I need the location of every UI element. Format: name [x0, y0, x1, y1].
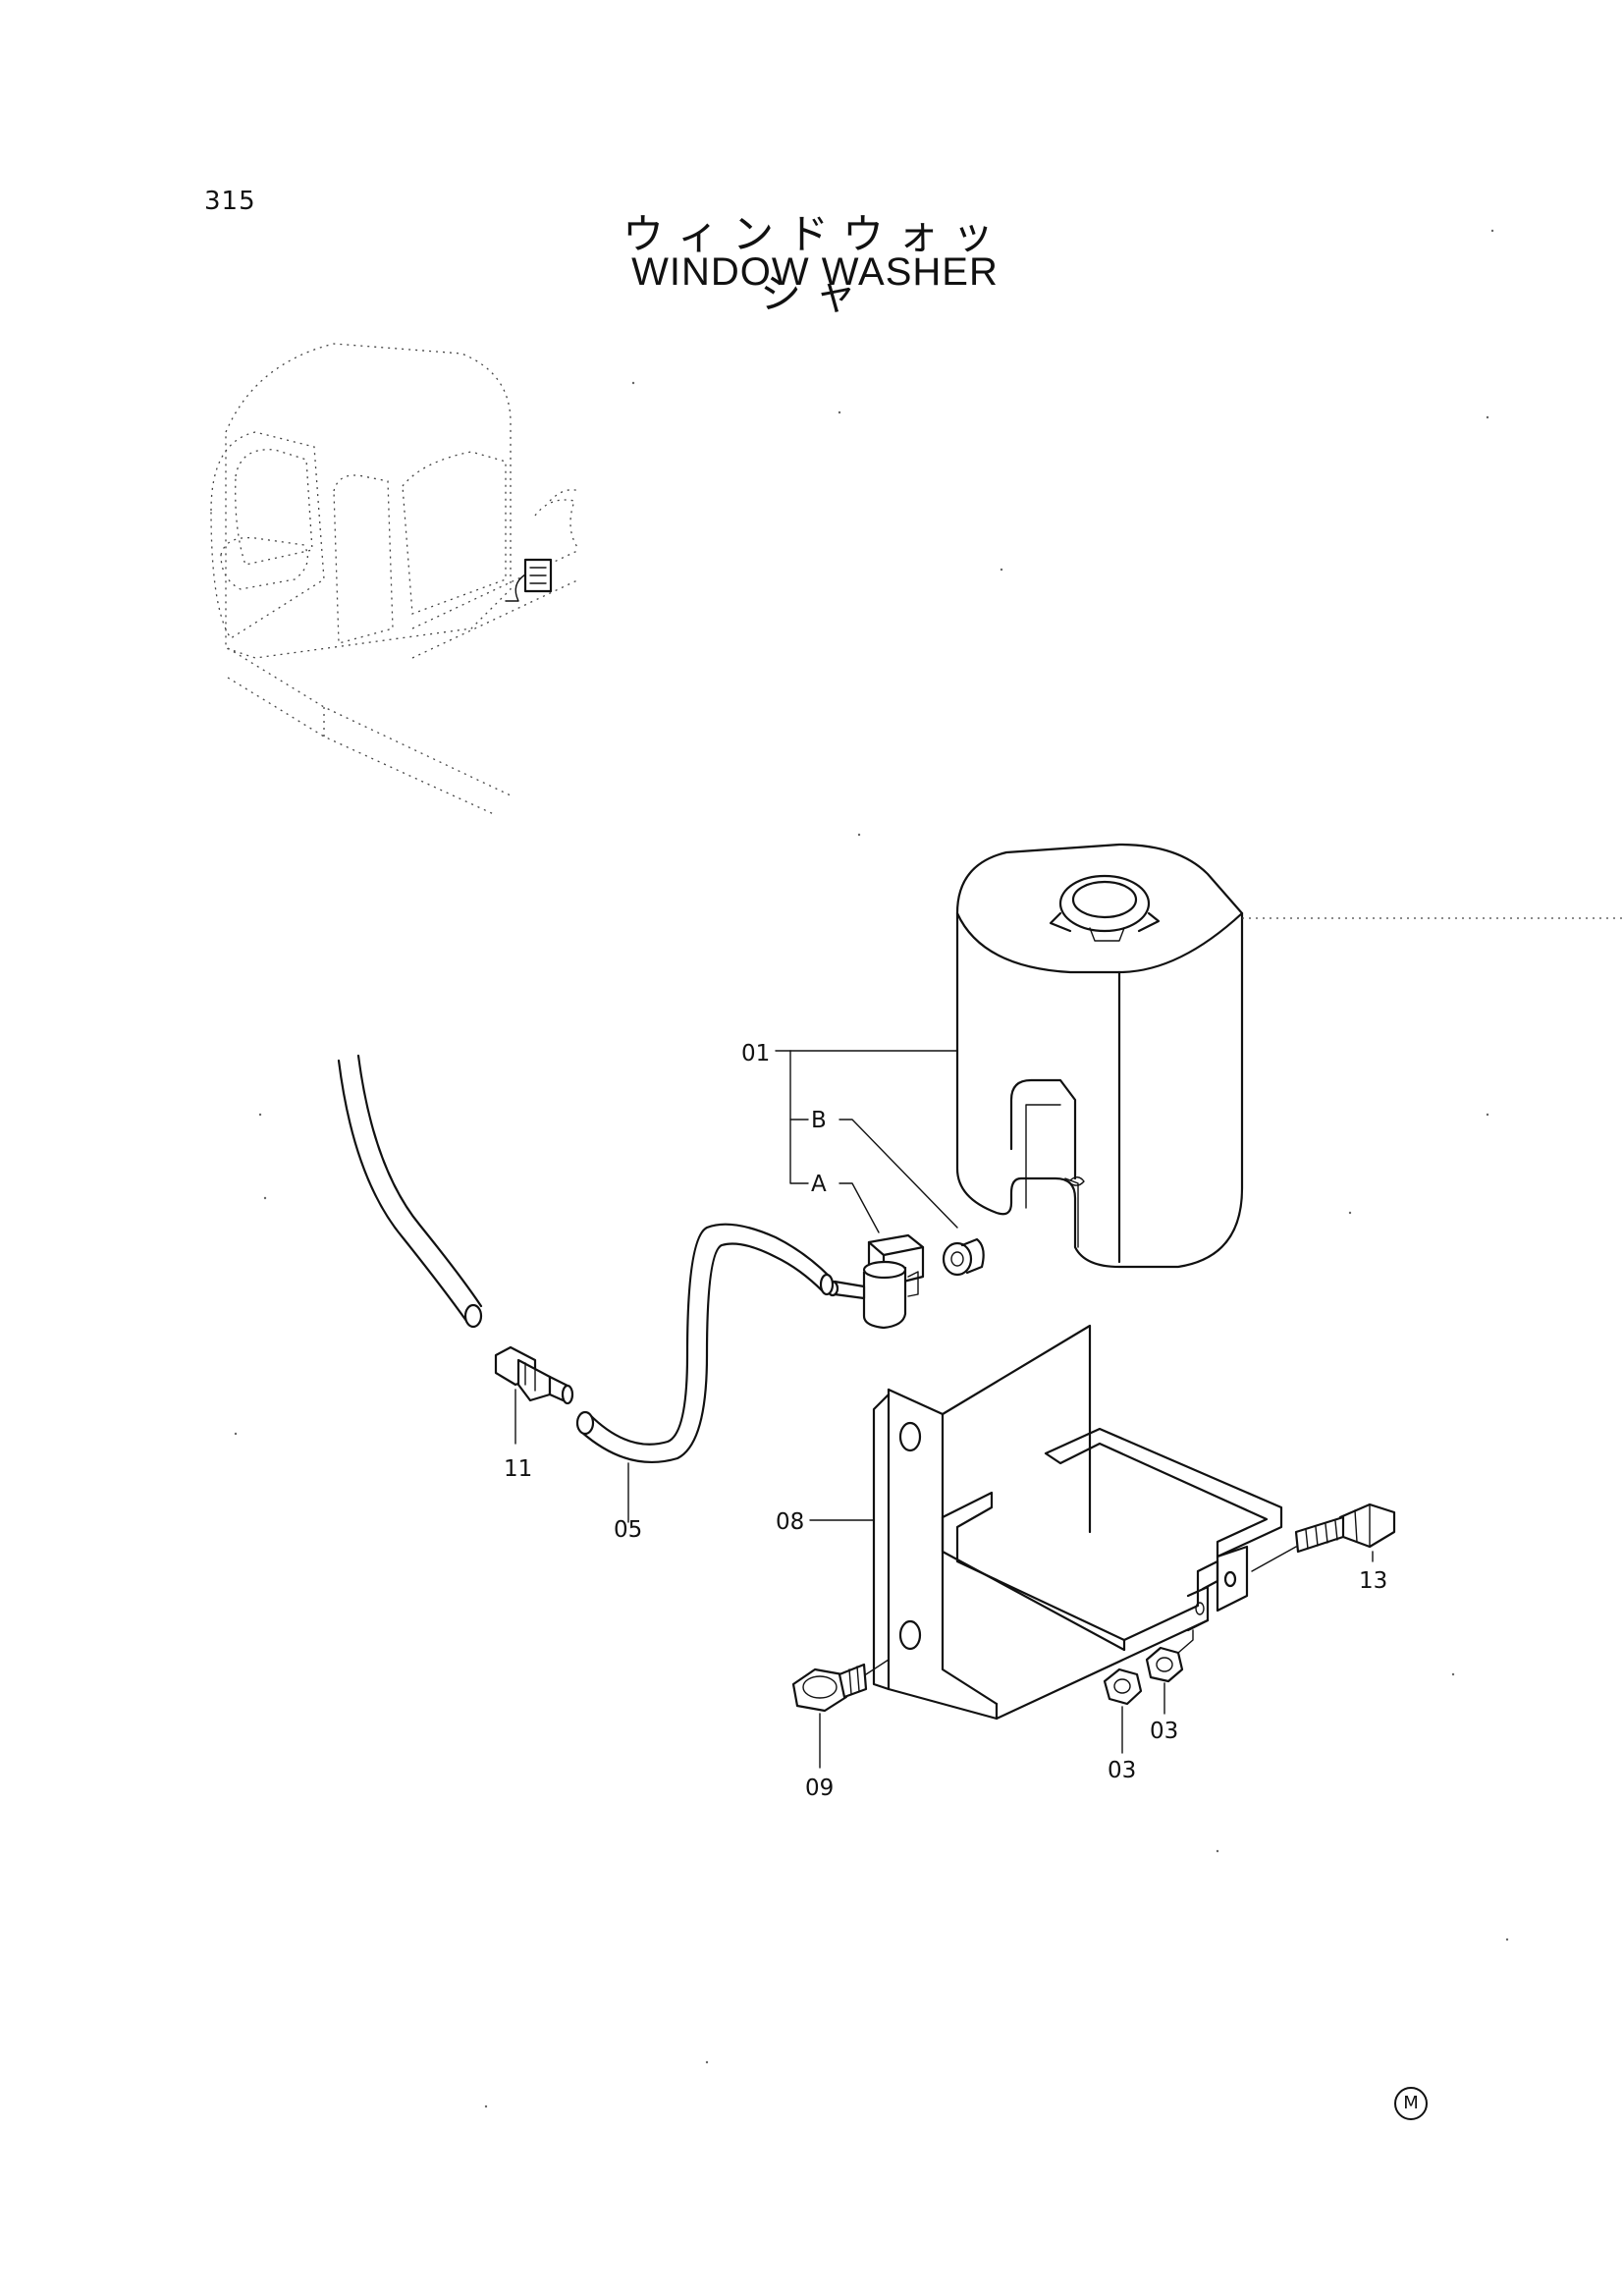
callout-11: 11 — [504, 1456, 532, 1482]
long-hose — [337, 1054, 483, 1329]
hose-joint — [494, 1345, 574, 1445]
callout-13: 13 — [1359, 1568, 1387, 1594]
callout-09: 09 — [805, 1776, 834, 1801]
title-english: WINDOW WASHER — [631, 250, 999, 294]
callout-08: 08 — [776, 1509, 804, 1535]
page-number: 315 — [204, 187, 256, 216]
callout-01: 01 — [741, 1041, 770, 1066]
callout-b: B — [811, 1108, 827, 1133]
callout-01-leaders — [775, 1050, 958, 1233]
pump-tube — [575, 1223, 835, 1523]
tank-bracket — [872, 1324, 1283, 1721]
bolt-right — [1251, 1503, 1396, 1572]
callout-03-a: 03 — [1108, 1758, 1136, 1783]
callout-05: 05 — [614, 1517, 642, 1543]
washer-tank — [955, 843, 1623, 1269]
washer-pump — [826, 1233, 925, 1330]
callout-03-b: 03 — [1150, 1719, 1178, 1744]
grommet — [942, 1237, 985, 1277]
title-japanese: ウィンドウォッシャ — [622, 210, 1007, 318]
manufacturer-mark: M — [1394, 2087, 1428, 2120]
cab-overview-sketch — [210, 343, 580, 816]
bolt-left — [791, 1659, 890, 1769]
nut-1 — [1103, 1667, 1143, 1754]
callout-a: A — [811, 1172, 827, 1197]
nut-2 — [1145, 1629, 1194, 1715]
scan-specks — [234, 229, 1509, 2108]
